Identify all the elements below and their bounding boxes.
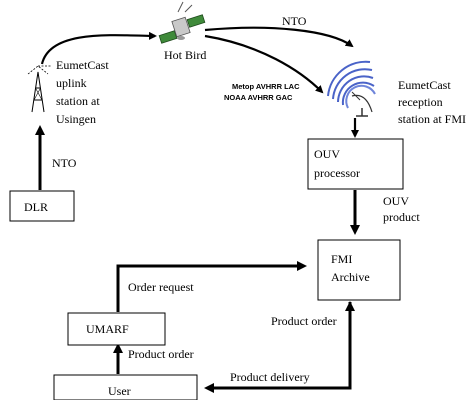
- order-request-arrow: [116, 261, 307, 312]
- nto-left-label: NTO: [52, 156, 77, 170]
- product-order-left-label: Product order: [128, 347, 194, 361]
- reception-station-line2: reception: [398, 95, 443, 109]
- ouv-processor-box: [307, 138, 404, 190]
- uplink-station-line2: uplink: [56, 76, 87, 90]
- uplink-arrow: [40, 31, 157, 65]
- reception-station-line1: EumetCast: [398, 78, 451, 92]
- satellite-icon: [158, 1, 206, 44]
- satellite-dish-icon: [327, 60, 376, 117]
- nto-top-label: NTO: [282, 14, 307, 28]
- ouv-processor-label-line2: processor: [314, 166, 360, 180]
- fmi-archive-label-line2: Archive: [331, 270, 370, 284]
- reception-station-line3: station at FMI: [398, 112, 466, 126]
- uplink-station-line3: station at: [56, 94, 100, 108]
- fmi-archive-label-line1: FMI: [331, 252, 352, 266]
- dlr-box: [9, 190, 75, 222]
- broadcast-arrow: [204, 34, 324, 94]
- antenna-tower-icon: [27, 65, 52, 113]
- data-stream-metop-label: Metop AVHRR LAC: [232, 82, 300, 91]
- uplink-station-line4: Usingen: [56, 112, 96, 126]
- dlr-label: DLR: [24, 200, 48, 214]
- umarf-label: UMARF: [86, 322, 129, 336]
- data-stream-noaa-label: NOAA AVHRR GAC: [224, 93, 293, 102]
- product-order-right-label: Product order: [271, 314, 337, 328]
- product-delivery-label: Product delivery: [230, 370, 310, 384]
- ouv-product-line1: OUV: [383, 194, 409, 208]
- user-label: User: [108, 384, 131, 398]
- order-request-label: Order request: [128, 280, 194, 294]
- nto-top-arrow: [204, 26, 354, 48]
- user-box: [53, 374, 198, 400]
- umarf-box: [67, 312, 166, 346]
- uplink-station-line1: EumetCast: [56, 58, 109, 72]
- ouv-product-line2: product: [383, 210, 420, 224]
- hot-bird-label: Hot Bird: [164, 48, 206, 62]
- fmi-archive-box: [317, 239, 401, 301]
- ouv-processor-label-line1: OUV: [314, 147, 340, 161]
